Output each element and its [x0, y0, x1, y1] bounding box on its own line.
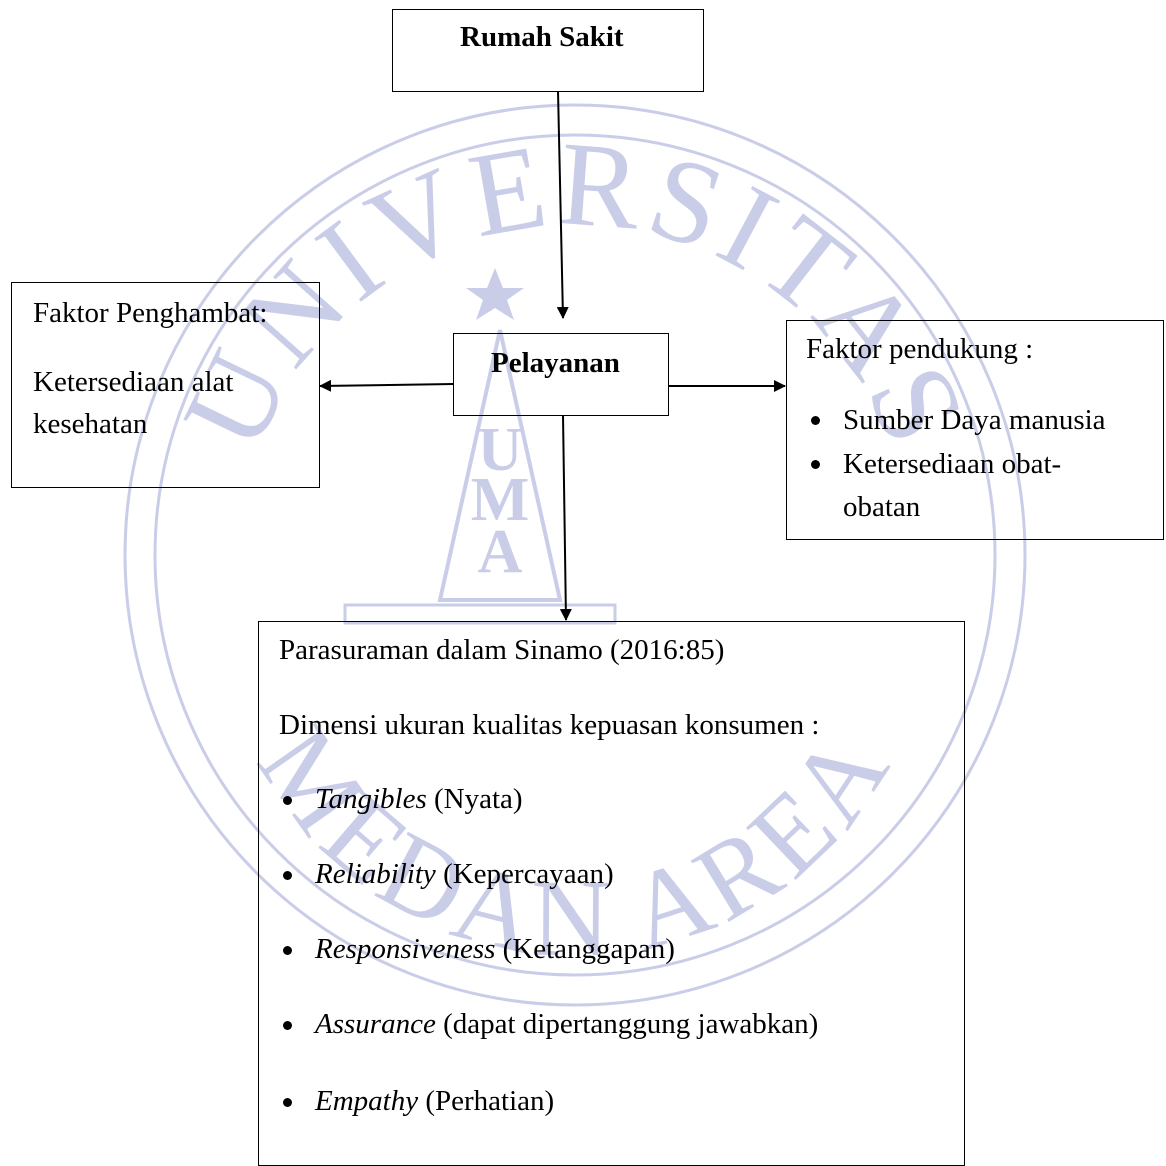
inhibitor-heading: Faktor Penghambat:: [33, 297, 268, 329]
supporter-item-1: Sumber Daya manusia: [843, 404, 1106, 436]
dimension-term: Tangibles: [315, 783, 427, 815]
supporter-heading: Faktor pendukung :: [806, 333, 1034, 365]
inhibitor-line-2: kesehatan: [33, 408, 148, 440]
bullet-icon: [283, 1098, 292, 1107]
dimension-meaning: (Ketanggapan): [495, 933, 675, 965]
dimensions-heading: Dimensi ukuran kualitas kepuasan konsume…: [279, 709, 820, 741]
arrow-service-to-dimensions: [559, 414, 572, 621]
dimension-meaning: (Nyata): [426, 783, 523, 815]
hospital-title: Rumah Sakit: [460, 21, 624, 53]
bullet-icon: [811, 416, 820, 425]
service-box: [453, 333, 669, 416]
bullet-icon: [811, 460, 820, 469]
dimension-item-empathy: Empathy (Perhatian): [315, 1087, 554, 1116]
dimension-term: Responsiveness: [315, 933, 496, 965]
arrow-hospital-to-service: [556, 90, 569, 319]
dimension-item-tangibles: Tangibles (Nyata): [315, 785, 523, 814]
dimension-item-responsiveness: Responsiveness (Ketanggapan): [315, 935, 675, 964]
supporter-item-2-continuation: obatan: [843, 491, 921, 523]
inhibitor-line-1: Ketersediaan alat: [33, 366, 234, 398]
dimension-meaning: (dapat dipertanggung jawabkan): [435, 1008, 819, 1040]
bullet-icon: [283, 871, 292, 880]
dimension-term: Reliability: [315, 858, 436, 890]
inhibitor-box: [11, 282, 320, 488]
dimension-item-reliability: Reliability (Kepercayaan): [315, 860, 614, 889]
hospital-box: [392, 9, 704, 92]
watermark-letter-m: M: [471, 466, 530, 534]
dimension-term: Empathy: [315, 1085, 419, 1117]
bullet-icon: [283, 946, 292, 955]
dimension-item-assurance: Assurance (dapat dipertanggung jawabkan): [315, 1010, 818, 1039]
watermark-letter-u: U: [478, 416, 523, 484]
watermark-star-icon: [466, 268, 524, 320]
bullet-icon: [283, 796, 292, 805]
dimensions-source: Parasuraman dalam Sinamo (2016:85): [279, 634, 725, 666]
watermark-letter-a: A: [478, 518, 523, 586]
dimension-meaning: (Perhatian): [418, 1085, 555, 1117]
supporter-item-2: Ketersediaan obat-: [843, 448, 1062, 480]
supporter-box: [786, 320, 1164, 540]
arrow-service-to-inhibitor: [319, 379, 455, 392]
dimension-term: Assurance: [315, 1008, 436, 1040]
bullet-icon: [283, 1021, 292, 1030]
service-title: Pelayanan: [491, 347, 620, 379]
dimension-meaning: (Kepercayaan): [435, 858, 614, 890]
